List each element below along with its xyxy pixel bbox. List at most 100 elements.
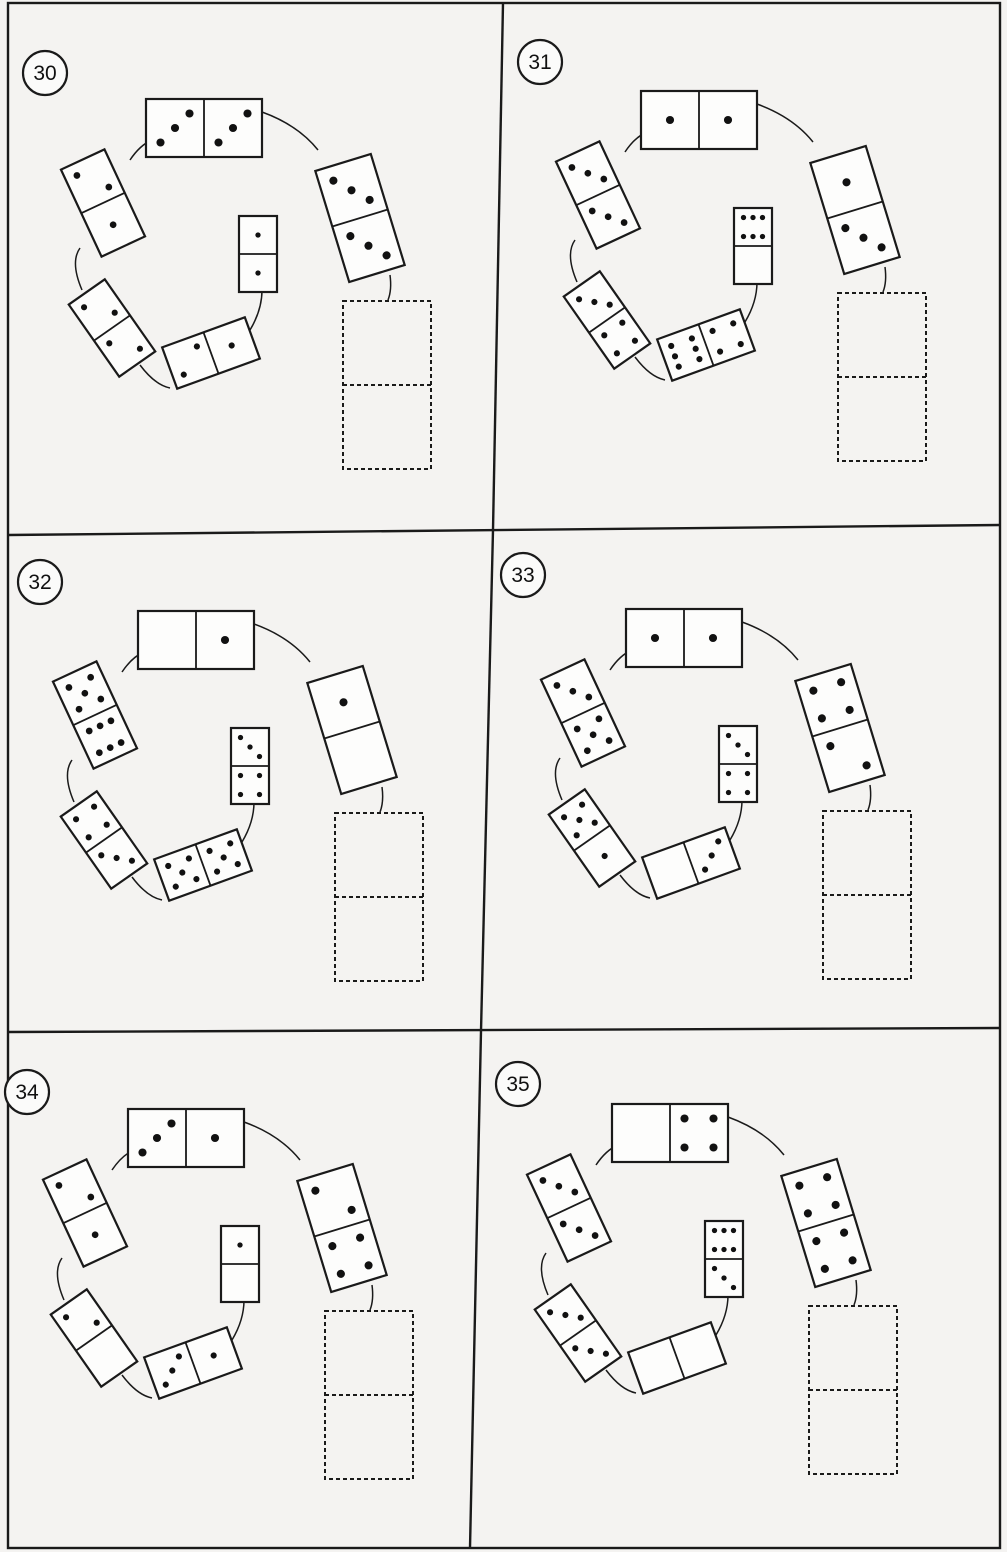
domino-tile (51, 1289, 138, 1386)
domino-pip (760, 234, 765, 239)
domino-pip (211, 1134, 219, 1142)
domino-pip (709, 634, 717, 642)
domino-pip (680, 1114, 688, 1122)
domino-tile (541, 659, 625, 766)
connector-arc (728, 1117, 784, 1155)
puzzle-panel: 35 (496, 1062, 897, 1474)
connector-arc (262, 112, 318, 150)
domino-ring (53, 611, 423, 981)
domino-tile (657, 309, 755, 380)
domino-tile (642, 827, 740, 898)
puzzle-panel: 31 (518, 40, 926, 461)
domino-tile (734, 208, 772, 284)
domino-pip (229, 124, 237, 132)
domino-pip (726, 771, 731, 776)
puzzle-number: 31 (528, 51, 551, 74)
domino-pip (153, 1134, 161, 1142)
domino-tile (69, 279, 156, 376)
puzzle-number: 35 (506, 1073, 529, 1096)
domino-pip (257, 792, 262, 797)
domino-pip (731, 1228, 736, 1233)
domino-pip (680, 1143, 688, 1151)
connector-arc (75, 248, 82, 290)
domino-tile (626, 609, 742, 667)
connector-arc (370, 1285, 373, 1310)
domino-pip (257, 773, 262, 778)
domino-pip (712, 1228, 717, 1233)
domino-tile (527, 1154, 611, 1261)
column-divider-middle (481, 530, 493, 1031)
domino-tile (53, 661, 137, 768)
domino-tile (43, 1159, 127, 1266)
domino-tile (146, 99, 262, 157)
connector-arc (716, 1295, 728, 1335)
domino-pip (709, 1114, 717, 1122)
connector-arc (757, 104, 813, 142)
domino-pip (731, 1247, 736, 1252)
domino-pip (167, 1119, 175, 1127)
connector-arc (67, 760, 74, 802)
domino-tile (705, 1221, 743, 1297)
domino-tile (535, 1284, 622, 1381)
connector-arc (122, 1375, 152, 1398)
domino-tile (297, 1164, 386, 1292)
connector-arc (730, 800, 742, 840)
domino-ring (527, 1104, 897, 1474)
domino-tile (315, 154, 404, 282)
domino-pip (171, 124, 179, 132)
domino-tile (549, 789, 636, 886)
domino-tile (719, 726, 757, 802)
domino-pip (741, 234, 746, 239)
connector-arc (244, 1122, 300, 1160)
domino-ring (61, 99, 431, 469)
domino-pip (221, 636, 229, 644)
domino-pip (760, 215, 765, 220)
domino-pip (750, 234, 755, 239)
row-divider-2 (8, 1028, 1000, 1032)
domino-tile (795, 664, 884, 792)
puzzle-panel: 34 (5, 1070, 413, 1479)
domino-pip (721, 1228, 726, 1233)
domino-pip (237, 1242, 242, 1247)
domino-pip (745, 752, 750, 757)
domino-tile (564, 271, 651, 368)
domino-tile (641, 91, 757, 149)
domino-pip (138, 1148, 146, 1156)
domino-tile (231, 728, 269, 804)
domino-pip (156, 138, 164, 146)
domino-pip (243, 109, 251, 117)
puzzle-panel: 30 (23, 51, 431, 469)
column-divider-top (493, 3, 503, 530)
domino-tile (61, 149, 145, 256)
connector-arc (854, 1280, 857, 1305)
connector-arc (868, 785, 871, 810)
domino-pip (724, 116, 732, 124)
domino-tile (144, 1327, 242, 1398)
domino-pip (750, 215, 755, 220)
connector-arc (541, 1253, 548, 1295)
connector-arc (570, 240, 577, 282)
connector-arc (742, 622, 798, 660)
connector-arc (140, 365, 170, 388)
domino-tile (556, 141, 640, 248)
domino-pip (735, 742, 740, 747)
domino-tile (138, 611, 254, 669)
domino-tile (239, 216, 277, 292)
connector-arc (232, 1300, 244, 1340)
puzzle-number: 32 (28, 571, 51, 594)
connector-arc (388, 275, 391, 300)
connector-arc (250, 290, 262, 330)
domino-pip (185, 109, 193, 117)
domino-pip (731, 1285, 736, 1290)
domino-pip (255, 270, 260, 275)
connector-arc (555, 758, 562, 800)
puzzle-number: 30 (33, 62, 56, 85)
domino-pip (247, 744, 252, 749)
connector-arc (883, 267, 886, 292)
domino-pip (721, 1275, 726, 1280)
domino-tile (162, 317, 260, 388)
domino-pip (741, 215, 746, 220)
domino-pip (255, 232, 260, 237)
domino-tile (154, 829, 252, 900)
